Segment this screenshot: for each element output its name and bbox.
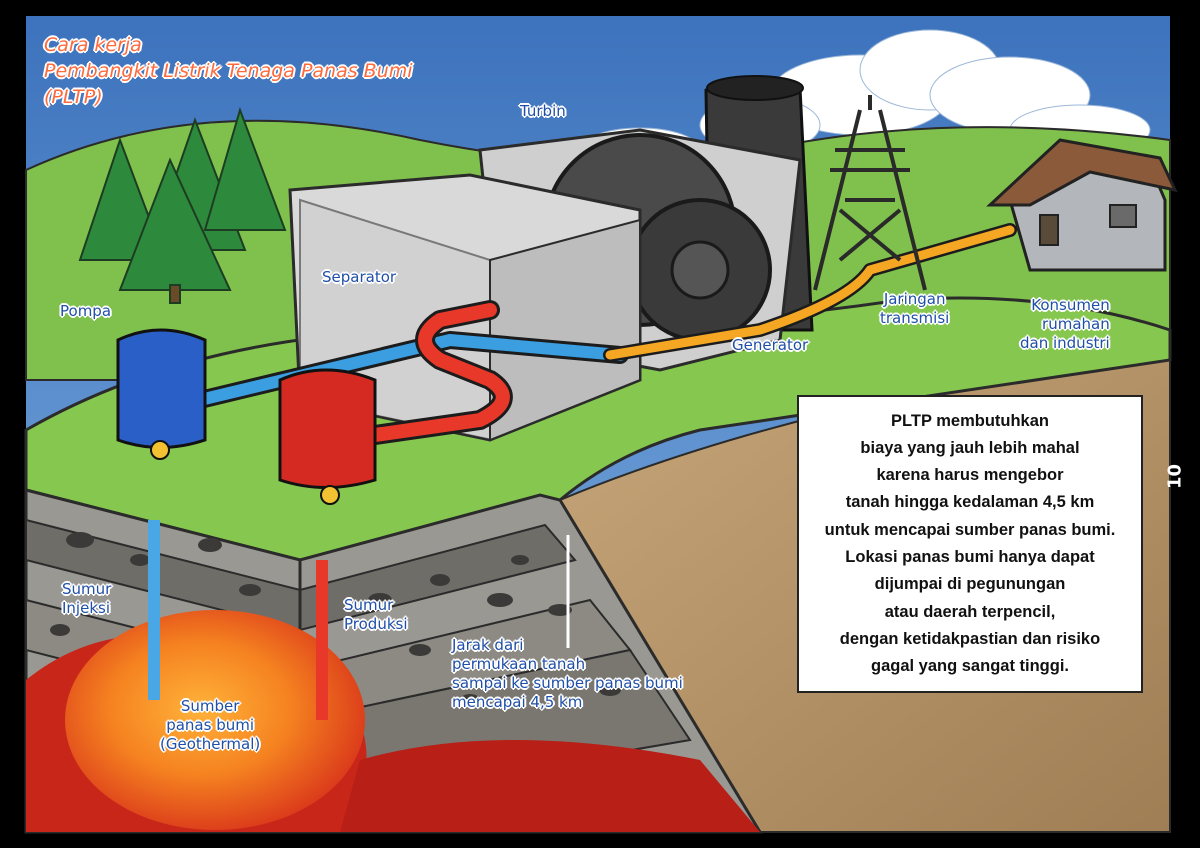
label-text: (Geothermal) [160,735,261,753]
info-line: Lokasi panas bumi hanya dapat [845,548,1095,566]
page-number: 10 [1160,458,1190,498]
label-sumber-panas-bumi: Sumber panas bumi (Geothermal) [160,697,260,754]
hot-pipe [333,303,510,447]
label-text: sampai ke sumber panas bumi [452,674,683,692]
page-number-text: 10 [1164,463,1186,490]
info-line: biaya yang jauh lebih mahal [860,438,1080,457]
label-turbin: Turbin [520,102,566,121]
label-text: dan industri [1020,334,1110,352]
cross-section [24,488,763,834]
transmission-tower-icon [813,95,927,291]
label-pompa: Pompa [60,302,111,321]
label-text: Jaringan [883,290,946,308]
label-text: Pompa [60,302,112,320]
label-text: Separator [322,268,397,286]
page-title: Cara kerja Pembangkit Listrik Tenaga Pan… [44,32,413,110]
pump-icon [116,328,377,505]
info-line: gagal yang sangat tinggi. [870,657,1070,676]
label-text: Injeksi [62,599,110,617]
label-text: Produksi [344,615,408,633]
info-line: karena harus mengebor [876,466,1064,485]
label-sumur-injeksi: Sumur Injeksi [62,580,111,618]
label-jaringan-transmisi: Jaringan transmisi [880,290,949,328]
label-text: Sumur [344,596,394,614]
label-text: transmisi [880,309,950,327]
info-line: dengan ketidakpastian dan risiko [839,629,1101,648]
injection-well [148,520,160,700]
label-text: Generator [732,336,809,354]
info-line: PLTP membutuhkan [891,411,1049,430]
label-text: rumahan [1042,315,1110,333]
label-generator: Generator [732,336,808,355]
label-text: Sumur [62,580,112,598]
power-line [605,225,1015,360]
label-konsumen: Konsumen rumahan dan industri [1020,296,1110,353]
title-line: Pembangkit Listrik Tenaga Panas Bumi [44,60,413,82]
label-separator: Separator [322,268,396,287]
production-well [316,560,328,720]
label-text: permukaan tanah [452,655,586,673]
title-line: Cara kerja [44,34,142,56]
info-line: tanah hingga kedalaman 4,5 km [845,493,1095,512]
label-text: Jarak dari [452,636,524,654]
label-text: Konsumen [1031,296,1110,314]
tree-icon [78,106,287,304]
house-icon [986,138,1178,272]
title-line: (PLTP) [44,86,103,108]
info-line: atau daerah terpencil, [884,602,1056,621]
label-jarak: Jarak dari permukaan tanah sampai ke sum… [452,636,683,712]
info-line: untuk mencapai sumber panas bumi. [824,520,1116,539]
label-text: Sumber [180,697,240,715]
info-line: dijumpai di pegunungan [874,575,1066,594]
label-text: panas bumi [166,716,255,734]
geothermal-source [65,610,365,830]
label-text: Turbin [520,102,566,120]
label-sumur-produksi: Sumur Produksi [344,596,408,634]
label-text: mencapai 4,5 km [452,693,583,711]
info-box: PLTP membutuhkan biaya yang jauh lebih m… [797,395,1143,693]
